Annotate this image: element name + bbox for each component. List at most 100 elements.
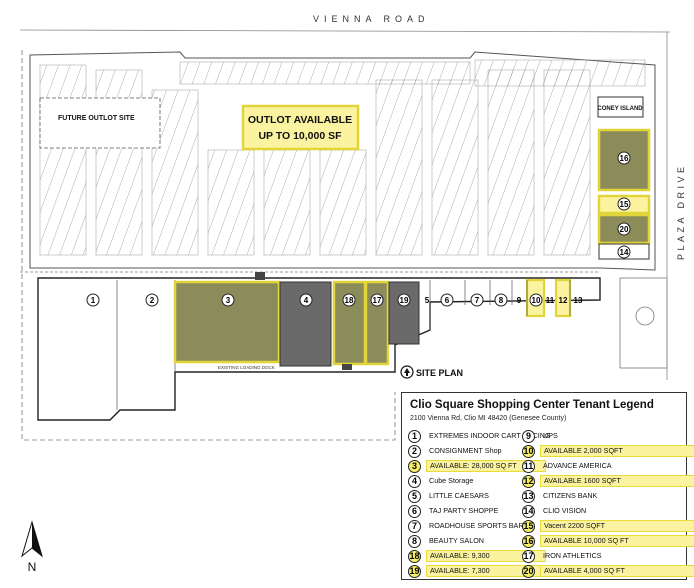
legend-text: BEAUTY SALON [429, 536, 484, 545]
store-19 [388, 281, 420, 345]
legend-item-16: 16 AVAILABLE 10,000 SQ FT [522, 534, 694, 548]
legend-text: CITIZENS BANK [543, 491, 598, 500]
legend-item-14: 14 CLIO VISION [522, 504, 694, 518]
pad-15-number: 15 [620, 200, 629, 209]
store-11-number: 11 [546, 296, 555, 305]
future-outlot-label: FUTURE OUTLOT SITE [58, 115, 135, 122]
legend-number: 16 [522, 534, 535, 548]
legend-number: 3 [408, 459, 421, 473]
legend-number: 1 [408, 429, 421, 443]
store-9-number: 9 [517, 296, 522, 305]
legend-number: 19 [408, 564, 421, 578]
store-3[interactable] [173, 280, 281, 364]
legend-number: 9 [522, 429, 535, 443]
legend-number: 15 [522, 519, 535, 533]
water-tower-icon [635, 306, 655, 326]
legend-text: AVAILABLE 10,000 SQ FT [540, 535, 694, 547]
legend-item-6: 6 TAJ PARTY SHOPPE [408, 504, 549, 518]
store-13-number: 13 [574, 296, 583, 305]
store-17-number: 17 [373, 296, 382, 305]
legend-item-20: 20 AVAILABLE 4,000 SQ FT [522, 564, 694, 578]
legend-item-1: 1 EXTREMES INDOOR CART RACING [408, 429, 551, 443]
plaza-drive-label: PLAZA DRIVE [676, 163, 686, 260]
parking-lot-outline [29, 51, 656, 271]
legend-subtitle: 2100 Vienna Rd, Clio MI 48420 (Genesee C… [410, 415, 567, 422]
pad-14-number: 14 [620, 248, 629, 257]
legend-text: TAJ PARTY SHOPPE [429, 506, 499, 515]
legend-item-2: 2 CONSIGNMENT Shop [408, 444, 549, 458]
store-1-number: 1 [91, 296, 96, 305]
legend-item-8: 8 BEAUTY SALON [408, 534, 549, 548]
legend-number: 18 [408, 549, 421, 563]
legend-text: LITTLE CAESARS [429, 491, 489, 500]
legend-item-13: 13 CITIZENS BANK [522, 489, 694, 503]
legend-item-10: 10 AVAILABLE 2,000 SQFT [522, 444, 694, 458]
legend-number: 6 [408, 504, 421, 518]
property-boundary [21, 50, 396, 441]
legend-number: 8 [408, 534, 421, 548]
legend-text: Vacent 2200 SQFT [540, 520, 694, 532]
north-arrow-icon [21, 520, 43, 558]
legend-item-4: 4 Cube Storage [408, 474, 549, 488]
legend-text: IRON ATHLETICS [543, 551, 602, 560]
legend-number: 14 [522, 504, 535, 518]
legend-item-9: 9 UPS [522, 429, 694, 443]
legend-text: AVAILABLE: 9,300 [426, 550, 546, 562]
legend-text: CONSIGNMENT Shop [429, 446, 502, 455]
store-7-number: 7 [475, 296, 480, 305]
legend-item-17: 17 IRON ATHLETICS [522, 549, 694, 563]
store-18-number: 18 [345, 296, 354, 305]
store-19-number: 19 [400, 296, 409, 305]
outlot-available-box[interactable] [241, 104, 360, 151]
outlot-available-label: OUTLOT AVAILABLE [248, 114, 352, 126]
legend-item-12: 12 AVAILABLE 1600 SQFT [522, 474, 694, 488]
legend-text: CLIO VISION [543, 506, 587, 515]
pad-20-number: 20 [620, 225, 629, 234]
coney-island-building [597, 96, 644, 118]
outlot-size-label: UP TO 10,000 SF [258, 130, 342, 142]
legend-number: 11 [522, 459, 535, 473]
legend-number: 17 [522, 549, 535, 563]
legend-text: AVAILABLE 2,000 SQFT [540, 445, 694, 457]
pad-16-number: 16 [620, 154, 629, 163]
legend-number: 5 [408, 489, 421, 503]
legend-text: AVAILABLE: 28,000 SQ FT [426, 460, 546, 472]
store-5-number: 5 [425, 296, 430, 305]
legend-text: ADVANCE AMERICA [543, 461, 612, 470]
legend-item-3: 3 AVAILABLE: 28,000 SQ FT [408, 459, 546, 473]
legend-text: ROADHOUSE SPORTS BAR [429, 521, 524, 530]
store-8-number: 8 [499, 296, 504, 305]
store-12-number: 12 [559, 296, 568, 305]
store-6-number: 6 [445, 296, 450, 305]
legend-text: Cube Storage [429, 476, 474, 485]
road-edge [19, 29, 671, 33]
store-4-number: 4 [304, 296, 309, 305]
legend-text: AVAILABLE 4,000 SQ FT [540, 565, 694, 577]
legend-number: 10 [522, 444, 535, 458]
tenant-legend: Clio Square Shopping Center Tenant Legen… [401, 392, 694, 580]
legend-number: 12 [522, 474, 535, 488]
legend-item-7: 7 ROADHOUSE SPORTS BAR [408, 519, 549, 533]
north-label: N [28, 560, 37, 574]
legend-number: 13 [522, 489, 535, 503]
coney-island-label: CONEY ISLAND [597, 106, 643, 112]
legend-text: AVAILABLE 1600 SQFT [540, 475, 694, 487]
parking-bays [39, 59, 646, 256]
store-10-number: 10 [532, 296, 541, 305]
legend-text: UPS [543, 431, 558, 440]
legend-number: 7 [408, 519, 421, 533]
legend-title: Clio Square Shopping Center Tenant Legen… [410, 399, 654, 411]
legend-number: 2 [408, 444, 421, 458]
legend-number: 20 [522, 564, 535, 578]
loading-dock-label: EXISTING LOADING DOCK [218, 365, 275, 370]
site-plan-label: SITE PLAN [416, 368, 463, 378]
legend-item-15: 15 Vacent 2200 SQFT [522, 519, 694, 533]
legend-item-11: 11 ADVANCE AMERICA [522, 459, 694, 473]
future-outlot-box [39, 97, 161, 149]
legend-text: EXTREMES INDOOR CART RACING [429, 431, 551, 440]
legend-item-5: 5 LITTLE CAESARS [408, 489, 549, 503]
legend-number: 4 [408, 474, 421, 488]
vienna-road-label: VIENNA ROAD [313, 14, 430, 24]
